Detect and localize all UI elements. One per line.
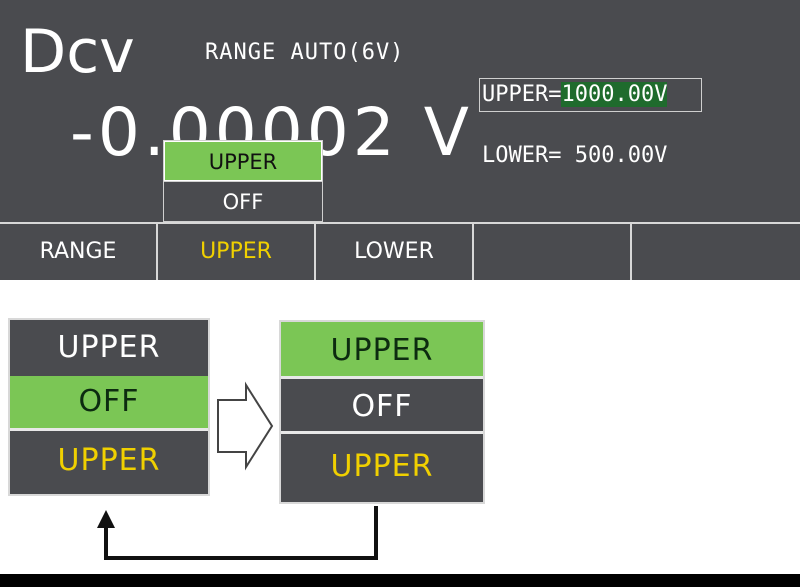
- softkey-upper[interactable]: UPPER: [158, 224, 316, 280]
- popup-option-upper[interactable]: UPPER: [164, 141, 322, 181]
- upper-limit-field[interactable]: UPPER=1000.00V: [479, 78, 702, 112]
- menu-after-upper-active[interactable]: UPPER: [330, 449, 434, 484]
- menu-after-upper[interactable]: UPPER: [281, 322, 483, 376]
- menu-before-off[interactable]: OFF: [10, 376, 208, 428]
- menu-before-upper[interactable]: UPPER: [57, 330, 161, 365]
- upper-limit-value: 1000.00V: [561, 82, 668, 107]
- popup-option-off[interactable]: OFF: [164, 181, 322, 221]
- measurement-mode: Dcv: [20, 17, 135, 87]
- lower-limit-field: LOWER= 500.00V: [482, 143, 668, 168]
- return-arrow-line: [104, 506, 378, 560]
- menu-after-divider-1: [281, 376, 483, 379]
- softkey-blank-4[interactable]: [474, 224, 632, 280]
- meter-display: Dcv RANGE AUTO(6V) -0.00002 V UPPER=1000…: [0, 0, 800, 280]
- menu-after-divider-2: [281, 431, 483, 434]
- upper-limit-label: UPPER=: [482, 82, 562, 107]
- menu-after-off[interactable]: OFF: [351, 389, 413, 424]
- softkey-range[interactable]: RANGE: [0, 224, 158, 280]
- softkey-lower[interactable]: LOWER: [316, 224, 474, 280]
- menu-before-upper-active[interactable]: UPPER: [57, 443, 161, 478]
- up-arrow-icon: [97, 510, 115, 528]
- bottom-border: [0, 574, 800, 587]
- range-status: RANGE AUTO(6V): [205, 40, 405, 65]
- menu-before: UPPER OFF UPPER: [8, 318, 210, 496]
- upper-popup-menu: UPPER OFF: [163, 140, 323, 222]
- menu-before-divider: [10, 428, 208, 431]
- softkey-bar: RANGE UPPER LOWER: [0, 222, 800, 282]
- right-arrow-icon: [217, 381, 274, 471]
- menu-after: UPPER OFF UPPER: [279, 320, 485, 504]
